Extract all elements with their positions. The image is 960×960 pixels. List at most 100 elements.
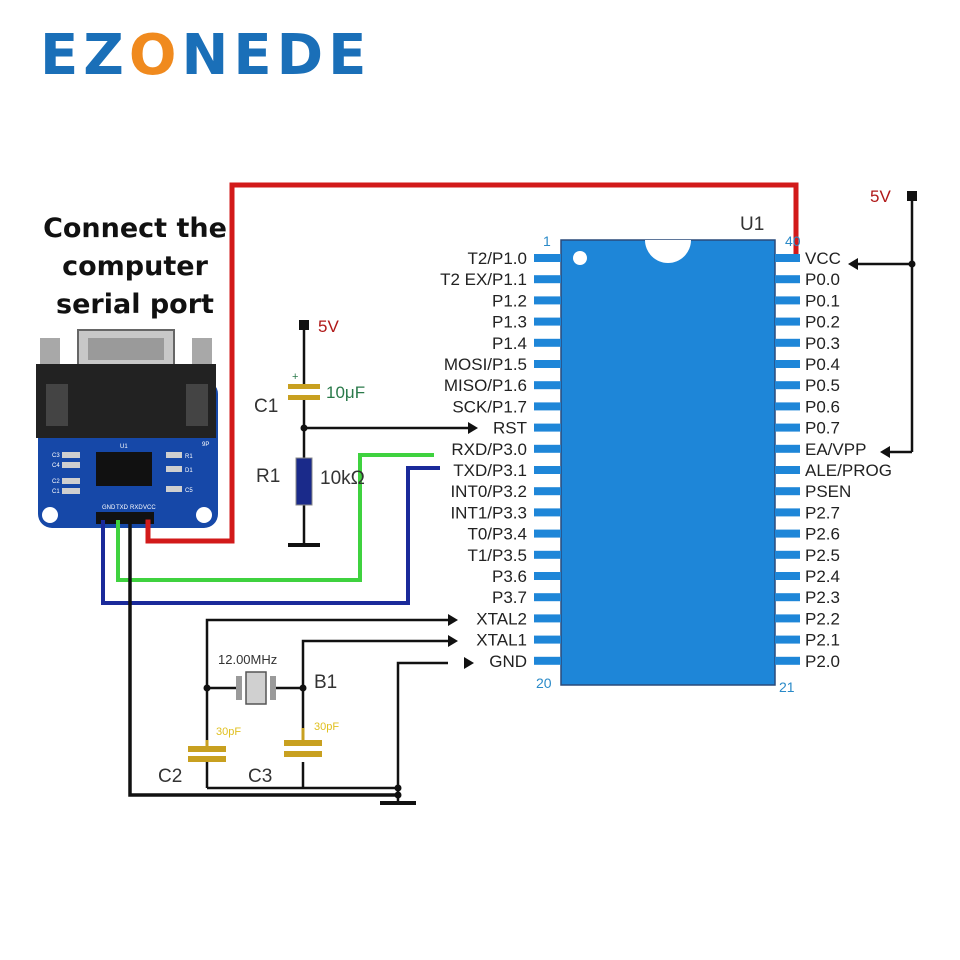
- pin-label: P1.4: [492, 334, 527, 353]
- left-5v-label: 5V: [318, 317, 339, 336]
- module-part-label: C5: [185, 488, 193, 494]
- mount-hole-right: [196, 507, 212, 523]
- pin-label: ALE/PROG: [805, 461, 892, 480]
- pin-label: P0.7: [805, 419, 840, 438]
- gnd-wire: [128, 520, 400, 797]
- c2-value: 30pF: [216, 726, 241, 738]
- crystal-b1: [245, 671, 267, 705]
- c3-value: 30pF: [314, 721, 339, 733]
- c2-plate-bottom: [188, 756, 226, 762]
- pin-label: P2.6: [805, 525, 840, 544]
- pin-label: P1.2: [492, 291, 527, 310]
- chip-pin: [775, 614, 800, 623]
- pin-label: P0.2: [805, 313, 840, 332]
- module-part-label: C2: [52, 479, 60, 485]
- pin-number-21: 21: [779, 679, 795, 695]
- chip-pin: [775, 275, 800, 284]
- chip-pin: [534, 529, 561, 538]
- chip-pin: [534, 593, 561, 602]
- connector-screw-left: [40, 338, 60, 372]
- chip-pin: [534, 254, 561, 262]
- chip-pin: [775, 487, 800, 496]
- pin-label: P0.5: [805, 376, 840, 395]
- serial-module: U1 9P C3 C4 C2 C1 R1 D1 C5 GND TXD RXD V…: [36, 329, 218, 528]
- brand-logo: EZONEDE: [40, 28, 371, 84]
- chip-pin: [534, 296, 561, 305]
- junction-dot: [394, 791, 402, 799]
- chip-pin: [534, 635, 561, 644]
- module-part-label: C4: [52, 463, 60, 469]
- c1-plate-top: [288, 384, 320, 389]
- db9-latch-right: [186, 384, 208, 426]
- smd-part: [62, 462, 80, 468]
- chip-pin: [534, 614, 561, 623]
- chip-pin: [534, 423, 561, 432]
- u1-microcontroller: U1 1 40 20 21 T2/P1.0T2 EX/P1.1P1.2P1.3P…: [440, 214, 892, 695]
- c2-plate-top: [188, 746, 226, 752]
- brand-name-start: EZ: [40, 23, 129, 88]
- pin-label: P1.3: [492, 313, 527, 332]
- pin-number-1: 1: [543, 233, 551, 249]
- pin-label: INT1/P3.3: [450, 503, 527, 522]
- r1-name: R1: [256, 466, 280, 487]
- chip-pin: [775, 338, 800, 347]
- ea-arrow: [880, 446, 890, 458]
- smd-part: [62, 452, 80, 458]
- chip-pin: [775, 402, 800, 411]
- junction-dot: [908, 260, 916, 268]
- header-pin-label: VCC: [143, 505, 156, 511]
- pin-label: XTAL2: [476, 609, 527, 628]
- pin-label: P2.1: [805, 631, 840, 650]
- pin-label: T0/P3.4: [467, 525, 527, 544]
- pin-label: P0.6: [805, 397, 840, 416]
- pin-label: P2.7: [805, 503, 840, 522]
- xtal1-arrow: [448, 635, 458, 647]
- pin-label: TXD/P3.1: [453, 461, 527, 480]
- xtal1-line: [301, 639, 448, 740]
- chip-pin: [534, 360, 561, 368]
- module-pin-header: [96, 512, 154, 524]
- smd-part: [166, 486, 182, 492]
- gnd-line: [396, 661, 448, 802]
- pin-label: P2.2: [805, 609, 840, 628]
- pin-label: MISO/P1.6: [444, 376, 527, 395]
- pin-label: P0.1: [805, 291, 840, 310]
- pin-label: P2.5: [805, 546, 840, 565]
- pin-label: T1/P3.5: [467, 546, 527, 565]
- smd-part: [166, 452, 182, 458]
- chip-pin: [775, 550, 800, 559]
- chip-notch: [645, 240, 691, 263]
- connector-screw-right: [192, 338, 212, 372]
- junction-dot: [203, 684, 211, 692]
- right-5v-terminal: [907, 191, 917, 201]
- chip-body: [560, 239, 776, 686]
- caption-line-2: computer: [62, 251, 208, 282]
- chip-pin: [775, 423, 800, 432]
- caption-line-1: Connect the: [43, 213, 227, 244]
- mount-hole-left: [42, 507, 58, 523]
- pin-label: EA/VPP: [805, 440, 866, 459]
- pin-label: VCC: [805, 249, 841, 268]
- max232-ic: [96, 452, 152, 486]
- crystal-plate: [236, 676, 242, 700]
- pin-label: P2.0: [805, 652, 840, 671]
- chip-pin: [534, 656, 561, 665]
- xtal2-line: [205, 618, 448, 740]
- header-pin-label: GND: [102, 505, 116, 511]
- chip-pin: [775, 529, 800, 538]
- crystal-frequency: 12.00MHz: [218, 652, 277, 667]
- module-part-label: C1: [52, 489, 60, 495]
- chip-pin: [775, 593, 800, 602]
- vcc-wire: [145, 182, 799, 544]
- module-chip-label: U1: [120, 444, 128, 450]
- pin-label: RST: [493, 419, 527, 438]
- chip-pin: [534, 381, 561, 390]
- right-5v-rail: [856, 196, 914, 454]
- pin-label: T2 EX/P1.1: [440, 270, 527, 289]
- junction-dot: [300, 424, 308, 432]
- chip-pin: [775, 381, 800, 390]
- wires: [101, 182, 799, 797]
- pin-label: P0.4: [805, 355, 840, 374]
- module-connector-label: 9P: [202, 442, 209, 448]
